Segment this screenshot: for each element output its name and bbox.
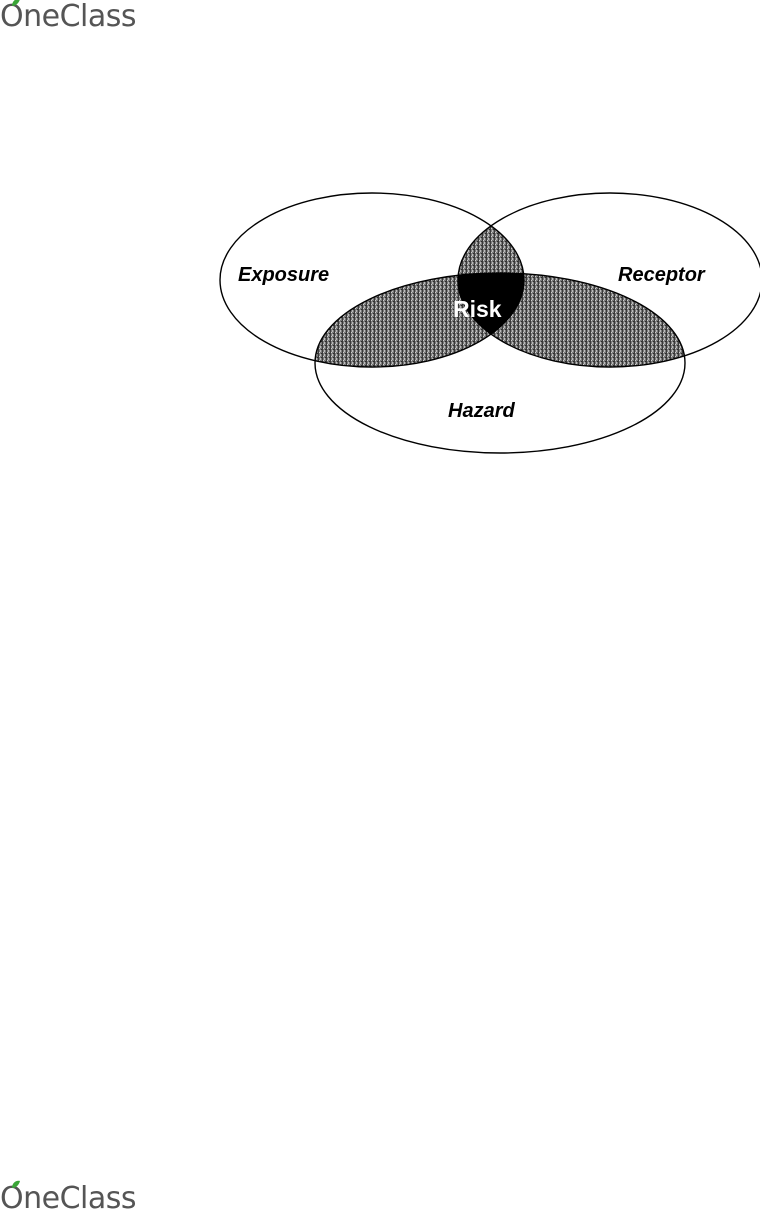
oneclass-logo-top: OneClass <box>0 0 136 34</box>
risk-label: Risk <box>453 296 502 322</box>
exposure-label: Exposure <box>238 264 329 286</box>
receptor-label: Receptor <box>618 264 706 286</box>
hazard-label: Hazard <box>448 400 515 422</box>
risk-venn-diagram: Exposure Receptor Hazard Risk <box>210 185 760 465</box>
oneclass-logo-bottom: OneClass <box>0 1182 136 1216</box>
leaf-icon <box>11 1180 21 1189</box>
leaf-icon <box>11 0 21 7</box>
